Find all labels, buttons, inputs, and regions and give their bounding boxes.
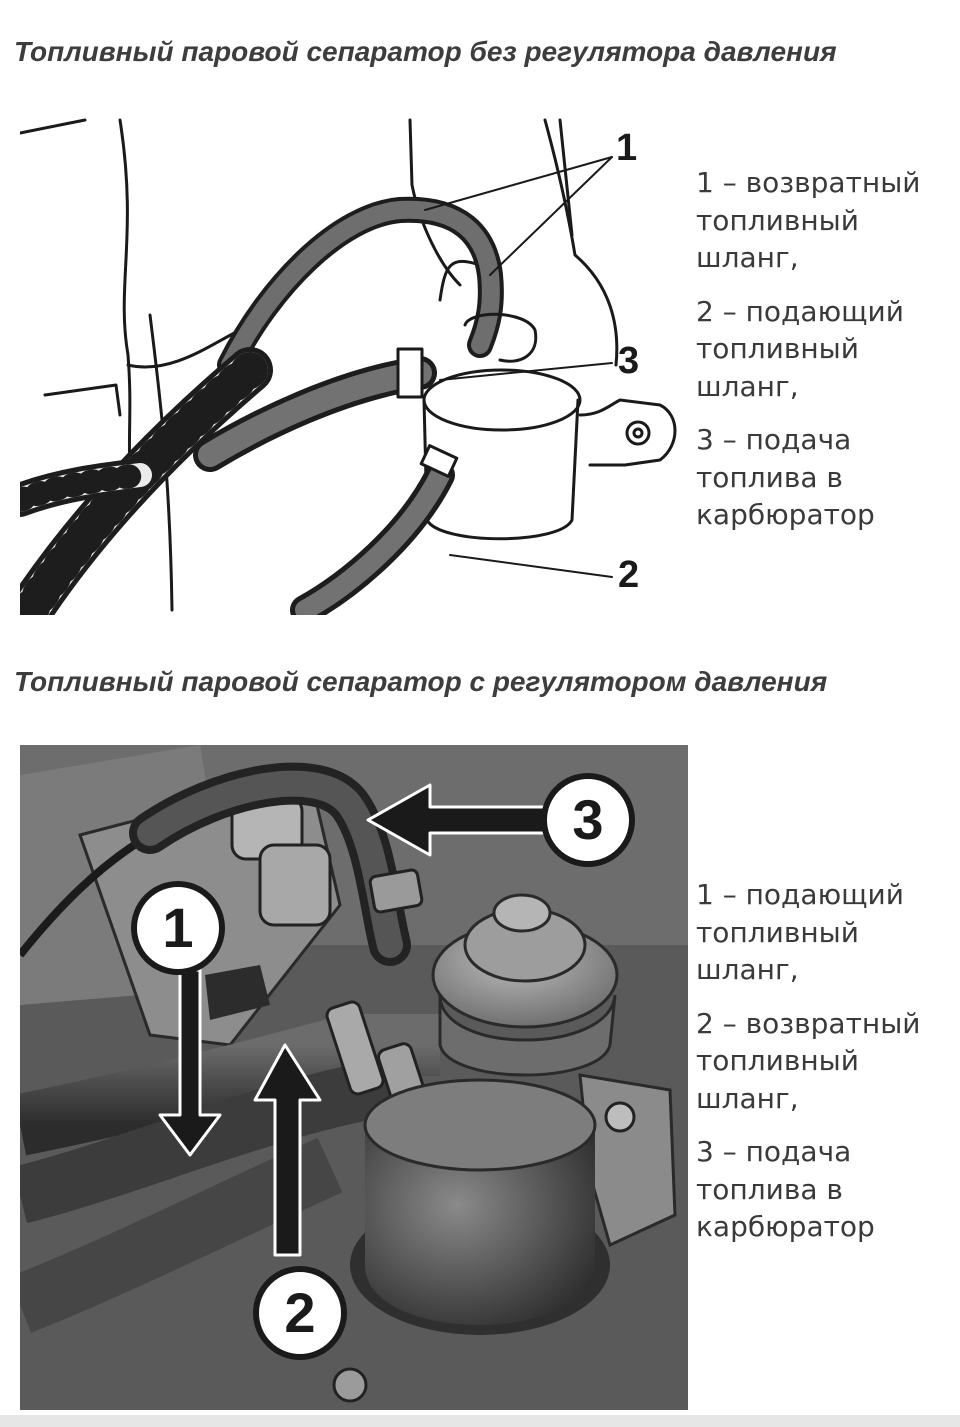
callout-2: 2	[284, 1281, 315, 1344]
separator-without-regulator-drawing: 1 3 2	[20, 115, 685, 615]
section-2-heading: Топливный паровой сепаратор с регуляторо…	[14, 666, 828, 697]
legend-item-carburetor-feed: 3 – подача топлива в карбюратор	[696, 1135, 875, 1243]
bottom-divider	[0, 1415, 960, 1427]
callout-3: 3	[572, 788, 603, 851]
legend-item-supply-hose: 2 – подающий топливный шланг,	[696, 294, 904, 403]
callout-2: 2	[618, 554, 639, 596]
separator-with-regulator-photo: 3 1 2	[20, 745, 688, 1410]
line-drawing: 1 3 2	[20, 118, 677, 615]
callout-3-marker: 3	[541, 773, 635, 867]
legend-item-return-hose: 2 – возвратный топливный шланг,	[696, 1006, 921, 1115]
legend-item-return-hose: 1 – возвратный топливный шланг,	[696, 166, 921, 274]
callout-3: 3	[618, 340, 639, 382]
callout-1-marker: 1	[131, 881, 225, 975]
legend-item-supply-hose: 1 – подающий топливный шланг,	[696, 878, 904, 986]
legend-item-carburetor-feed: 3 – подача топлива в карбюратор	[696, 423, 875, 531]
legend-1: 1 – возвратный топливный шланг, 2 – пода…	[696, 164, 956, 550]
callout-1: 1	[616, 127, 637, 169]
section-1-heading: Топливный паровой сепаратор без регулято…	[14, 36, 837, 67]
callout-1: 1	[162, 896, 193, 959]
photo-illustration: 3 1 2	[20, 745, 688, 1410]
callout-2-marker: 2	[253, 1266, 347, 1360]
legend-2: 1 – подающий топливный шланг, 2 – возвра…	[696, 876, 956, 1262]
